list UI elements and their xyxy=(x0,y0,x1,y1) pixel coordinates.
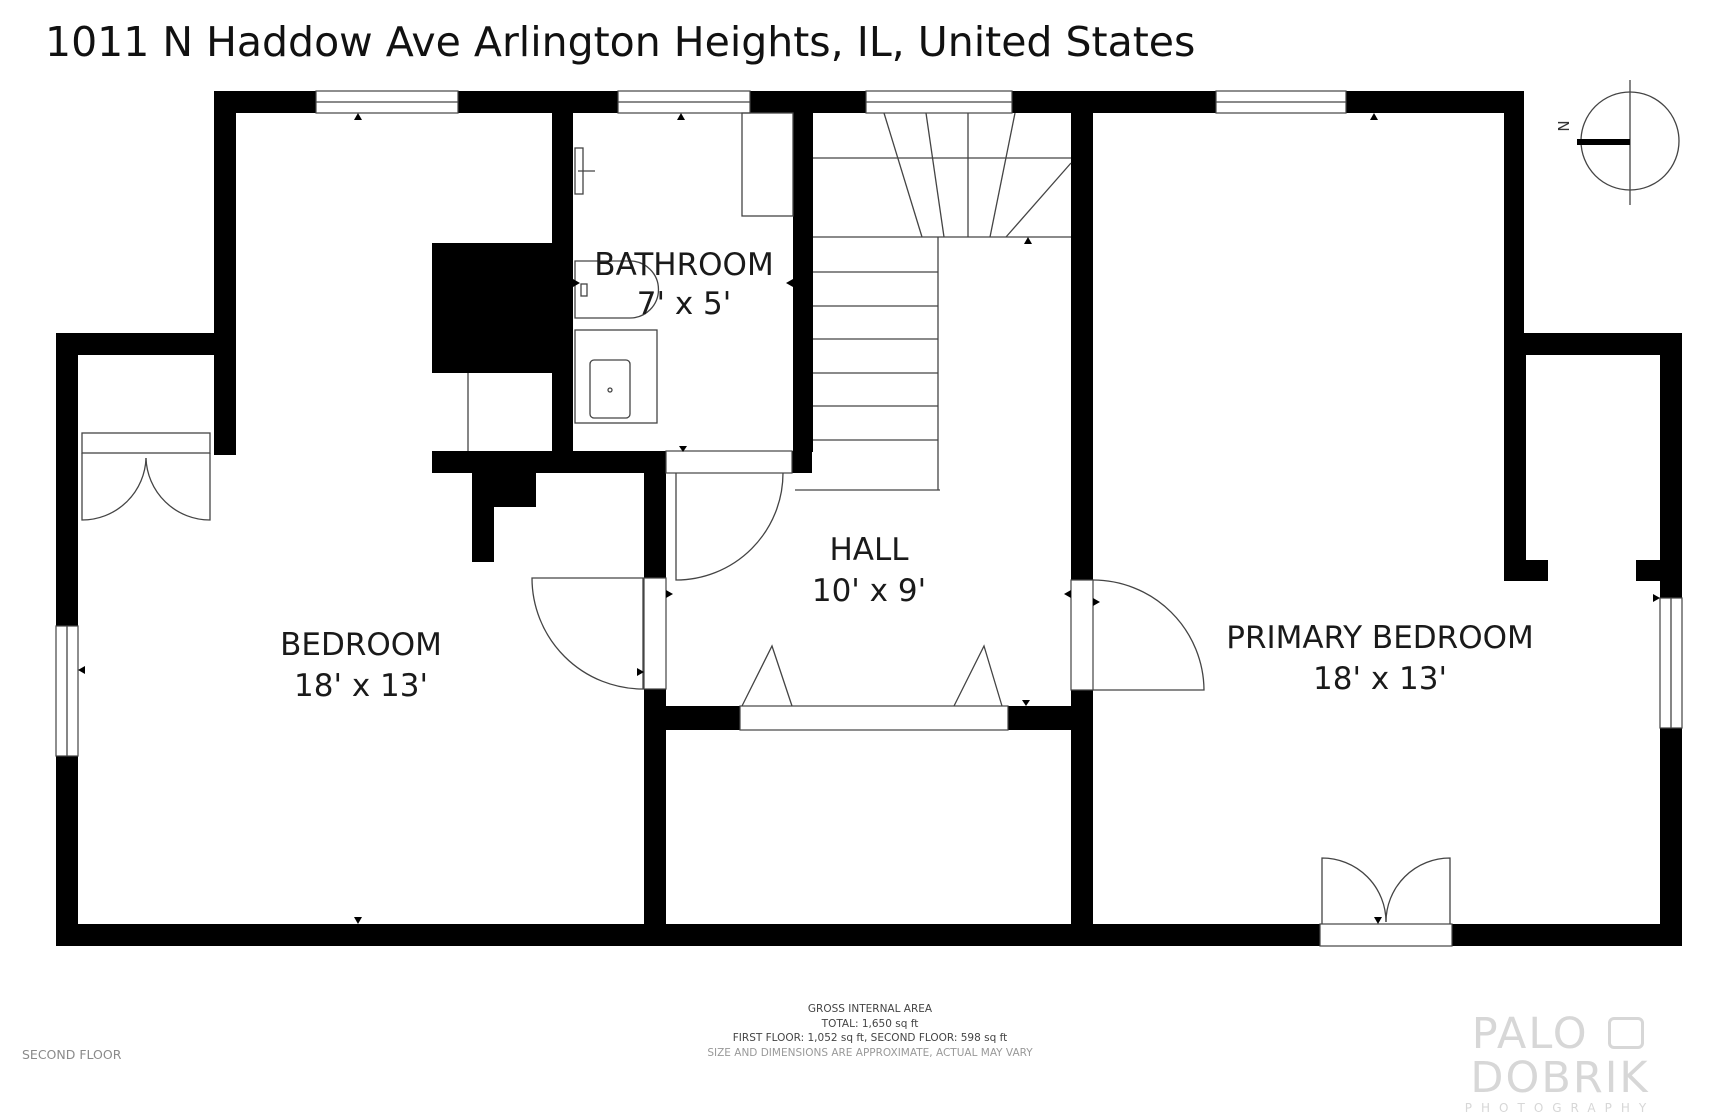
area-disclaimer: SIZE AND DIMENSIONS ARE APPROXIMATE, ACT… xyxy=(707,1046,1033,1059)
wall-markers xyxy=(78,113,1660,924)
bathroom-fixtures xyxy=(574,112,794,424)
primary-bedroom-name: PRIMARY BEDROOM xyxy=(1226,620,1534,656)
staircase xyxy=(795,112,1072,491)
primary-bedroom-size: 18' x 13' xyxy=(1313,661,1447,697)
hall-size: 10' x 9' xyxy=(812,573,926,609)
area-heading: GROSS INTERNAL AREA xyxy=(807,1003,933,1015)
bedroom-name: BEDROOM xyxy=(280,627,442,663)
bathroom-size: 7' x 5' xyxy=(637,286,732,322)
exterior-walls xyxy=(56,91,1682,946)
windows xyxy=(55,90,1683,757)
camera-icon xyxy=(1608,1016,1645,1049)
brand-tagline: PHOTOGRAPHY xyxy=(1464,1101,1656,1115)
interior-walls xyxy=(432,91,1682,946)
door-swings xyxy=(81,432,1451,924)
room-labels: BATHROOM 7' x 5' HALL 10' x 9' BEDROOM 1… xyxy=(280,247,1534,704)
door-openings xyxy=(643,450,1453,947)
area-total: TOTAL: 1,650 sq ft xyxy=(821,1017,919,1030)
floor-name: SECOND FLOOR xyxy=(22,1047,122,1062)
brand-name-left: PALO xyxy=(1471,1009,1589,1059)
hall-name: HALL xyxy=(829,532,909,568)
compass-north-label: N xyxy=(1555,120,1573,131)
area-floors: FIRST FLOOR: 1,052 sq ft, SECOND FLOOR: … xyxy=(732,1032,1008,1044)
brand-name-right: DOBRIK xyxy=(1470,1053,1650,1103)
compass: N xyxy=(1555,80,1680,205)
bedroom-size: 18' x 13' xyxy=(294,668,428,704)
page-title: 1011 N Haddow Ave Arlington Heights, IL,… xyxy=(45,18,1196,66)
bathroom-name: BATHROOM xyxy=(594,247,773,283)
brand-logo: PALO DOBRIK PHOTOGRAPHY xyxy=(1395,1012,1725,1116)
gross-area-summary: GROSS INTERNAL AREA TOTAL: 1,650 sq ft F… xyxy=(640,1002,1100,1060)
floor-plan: N BATHROOM 7' x 5' HALL 10' x 9' BEDROOM… xyxy=(55,80,1683,947)
